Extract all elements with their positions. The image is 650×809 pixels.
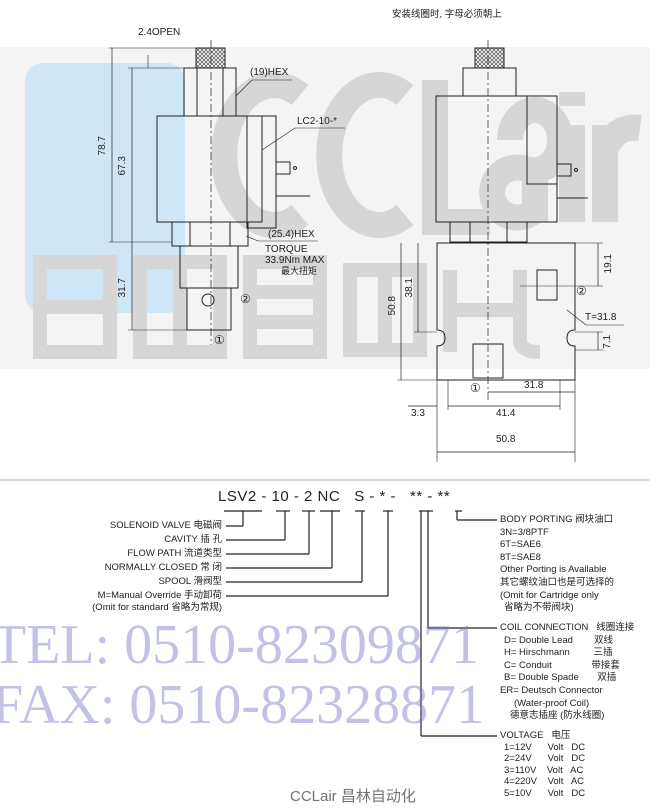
coil-connection-title: COIL CONNECTION 线圈连接 bbox=[500, 622, 635, 633]
left-view bbox=[109, 40, 345, 345]
label-solenoid-valve: SOLENOID VALVE 电磁阀 bbox=[109, 520, 222, 531]
hex-top-label: (19)HEX bbox=[250, 67, 289, 78]
watermark-letter-c2 bbox=[316, 72, 414, 238]
coil-option: B= Double Spade 双插 bbox=[504, 672, 617, 684]
label-omit-standard: (Omit for standard 省略为常规) bbox=[92, 602, 222, 613]
label-manual-override: M=Manual Override 手动卸荷 bbox=[97, 590, 222, 601]
body-porting-note: Other Porting is Available bbox=[500, 564, 607, 576]
dim-50-8-vertical: 50.8 bbox=[386, 296, 398, 316]
voltage-option: 1=12V Volt DC bbox=[504, 741, 586, 753]
port-1-marker-right: ① bbox=[470, 381, 481, 395]
dim-19-1: 19.1 bbox=[602, 254, 614, 274]
port-1-marker: ① bbox=[214, 333, 225, 347]
label-cavity: CAVITY 插 孔 bbox=[164, 534, 222, 545]
coil-option-note: 德意志插座 (防水线圈) bbox=[510, 710, 605, 722]
coil-label: LC2-10-* bbox=[297, 116, 338, 127]
dim-41-4: 41.4 bbox=[496, 408, 516, 419]
voltage-block: VOLTAGE 电压 1=12V Volt DC 2=24V Volt DC 3… bbox=[500, 730, 585, 799]
watermark-letter-c1 bbox=[211, 72, 309, 238]
voltage-title: VOLTAGE 电压 bbox=[500, 730, 571, 741]
body-porting-note: 其它螺纹油口也是可选择的 bbox=[500, 576, 615, 588]
watermark-letter-a bbox=[479, 97, 573, 231]
body-porting-note: 省略为不带阀块) bbox=[504, 602, 574, 614]
torque-value: 33.9Nm MAX bbox=[265, 255, 325, 266]
body-porting-option: 3N=3/8PTF bbox=[500, 526, 549, 538]
dim-3-3: 3.3 bbox=[411, 408, 425, 419]
open-label: 2.4OPEN bbox=[138, 27, 181, 38]
port-2-marker-right: ② bbox=[576, 284, 587, 298]
watermark-letter-r bbox=[592, 114, 642, 222]
dim-50-8-horizontal: 50.8 bbox=[496, 434, 516, 445]
torque-label: TORQUE bbox=[265, 244, 308, 255]
voltage-option: 5=10V Volt DC bbox=[504, 787, 586, 799]
right-view bbox=[397, 40, 624, 462]
watermark-tel: TEL: 0510-82309871 bbox=[0, 614, 479, 676]
dim-31-8: 31.8 bbox=[524, 380, 544, 391]
dim-38-1: 38.1 bbox=[403, 278, 415, 298]
body-porting-option: 6T=SAE6 bbox=[500, 539, 541, 551]
coil-option: D= Double Lead 双线 bbox=[504, 634, 614, 646]
coil-option: H= Hirschmann 三插 bbox=[504, 647, 613, 659]
voltage-option: 4=220V Volt AC bbox=[504, 776, 585, 787]
coil-connection-block: COIL CONNECTION 线圈连接 D= Double Lead 双线 H… bbox=[500, 622, 634, 723]
watermark-fax: FAX: 0510-82328871 bbox=[0, 674, 485, 736]
watermark-brand-picture bbox=[33, 72, 642, 359]
coil-option-note: (Water-proof Coil) bbox=[514, 697, 590, 709]
ordering-code: LSV2 - 10 - 2 NC S - * - ** - ** bbox=[218, 488, 451, 505]
dim-31-7: 31.7 bbox=[116, 278, 128, 298]
torque-cn: 最大扭矩 bbox=[281, 266, 318, 276]
dim-7-1: 7.1 bbox=[602, 334, 614, 349]
body-porting-option: 8T=SAE8 bbox=[500, 551, 541, 563]
label-normally-closed: NORMALLY CLOSED 常 闭 bbox=[104, 562, 222, 573]
coil-option: ER= Deutsch Connector bbox=[500, 684, 603, 696]
ordering-code-leaders bbox=[224, 510, 497, 737]
hex-bottom-label: (25.4)HEX bbox=[268, 229, 315, 240]
body-porting-note: (Omit for Cartridge only bbox=[500, 589, 599, 601]
footer-watermark: CCLair 昌林自动化 bbox=[290, 788, 416, 805]
body-porting-block: BODY PORTING 阀块油口 3N=3/8PTF 6T=SAE6 8T=S… bbox=[500, 514, 614, 615]
voltage-option: 3=110V Volt AC bbox=[504, 764, 584, 776]
voltage-option: 2=24V Volt DC bbox=[504, 753, 586, 764]
label-flow-path: FLOW PATH 流道类型 bbox=[127, 548, 222, 559]
header-note: 安装线圈时, 字母必须朝上 bbox=[392, 9, 502, 20]
dim-78-7: 78.7 bbox=[96, 136, 108, 156]
dim-67-3: 67.3 bbox=[116, 156, 128, 176]
body-porting-title: BODY PORTING 阀块油口 bbox=[500, 514, 614, 525]
label-spool: SPOOL 滑阀型 bbox=[158, 576, 222, 587]
dim-t-31-8: T=31.8 bbox=[585, 312, 617, 323]
port-2-marker: ② bbox=[240, 292, 251, 306]
coil-option: C= Conduit 带接套 bbox=[504, 659, 620, 671]
